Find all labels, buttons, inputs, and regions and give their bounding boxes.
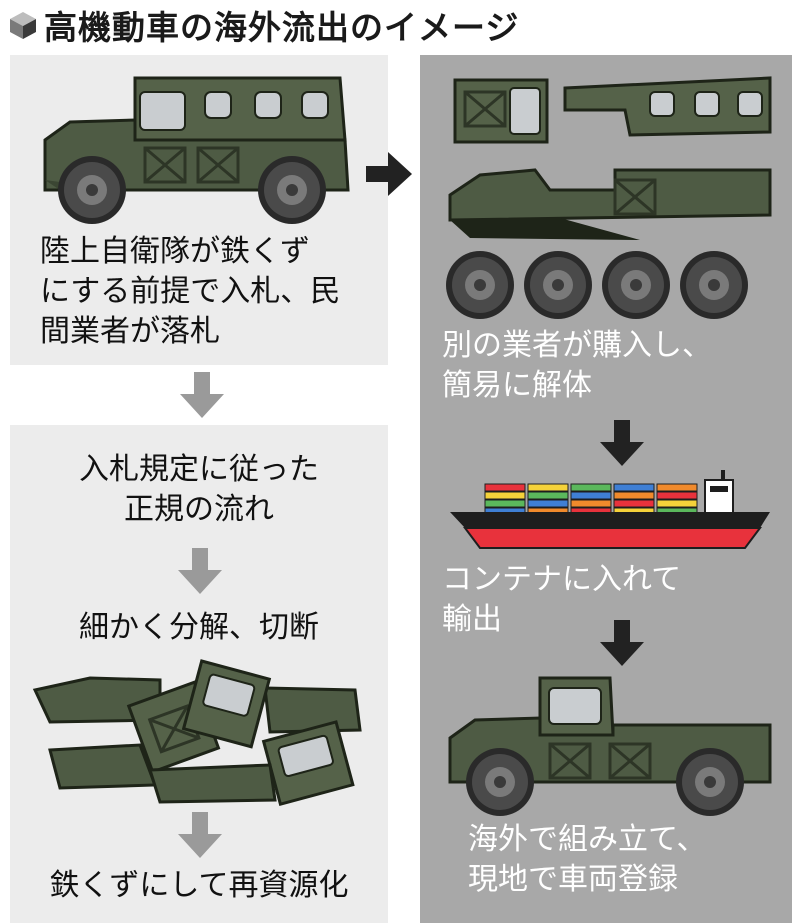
container <box>484 483 526 492</box>
container <box>656 483 698 492</box>
right-step3-text: 海外で組み立て、 現地で車両登録 <box>468 822 707 897</box>
container <box>527 491 569 500</box>
container <box>570 499 612 508</box>
container <box>570 483 612 492</box>
container <box>613 491 655 500</box>
header: 高機動車の海外流出のイメージ <box>8 2 519 48</box>
left-step4-text: 鉄くずにして再資源化 <box>49 868 349 903</box>
container <box>527 483 569 492</box>
container <box>484 491 526 500</box>
pickup-truck-illustration <box>448 676 772 816</box>
cut-pieces-illustration <box>32 659 362 806</box>
down-arrow-icon <box>180 372 224 418</box>
down-arrow-icon <box>178 812 222 858</box>
container <box>527 499 569 508</box>
right-arrow-icon <box>366 152 412 196</box>
container <box>656 499 698 508</box>
down-arrow-icon <box>178 548 222 594</box>
container-ship-illustration <box>450 470 770 549</box>
left-step1-text: 陸上自衛隊が鉄くず にする前提で入札、民 間業者が落札 <box>40 234 341 349</box>
container <box>613 483 655 492</box>
left-step3-text: 細かく分解、切断 <box>79 610 319 645</box>
container <box>656 491 698 500</box>
down-arrow-icon <box>600 620 644 666</box>
container <box>613 499 655 508</box>
down-arrow-icon <box>600 420 644 466</box>
cube-icon <box>10 12 36 39</box>
page-title: 高機動車の海外流出のイメージ <box>44 8 520 47</box>
container <box>484 499 526 508</box>
left-step2-text: 入札規定に従った 正規の流れ <box>79 452 319 527</box>
right-step2-text: コンテナに入れて 輸出 <box>442 562 682 637</box>
disassembled-parts-illustration <box>446 76 772 319</box>
right-step1-text: 別の業者が購入し、 簡易に解体 <box>442 328 712 403</box>
covered-truck-illustration <box>43 76 350 224</box>
container <box>570 491 612 500</box>
